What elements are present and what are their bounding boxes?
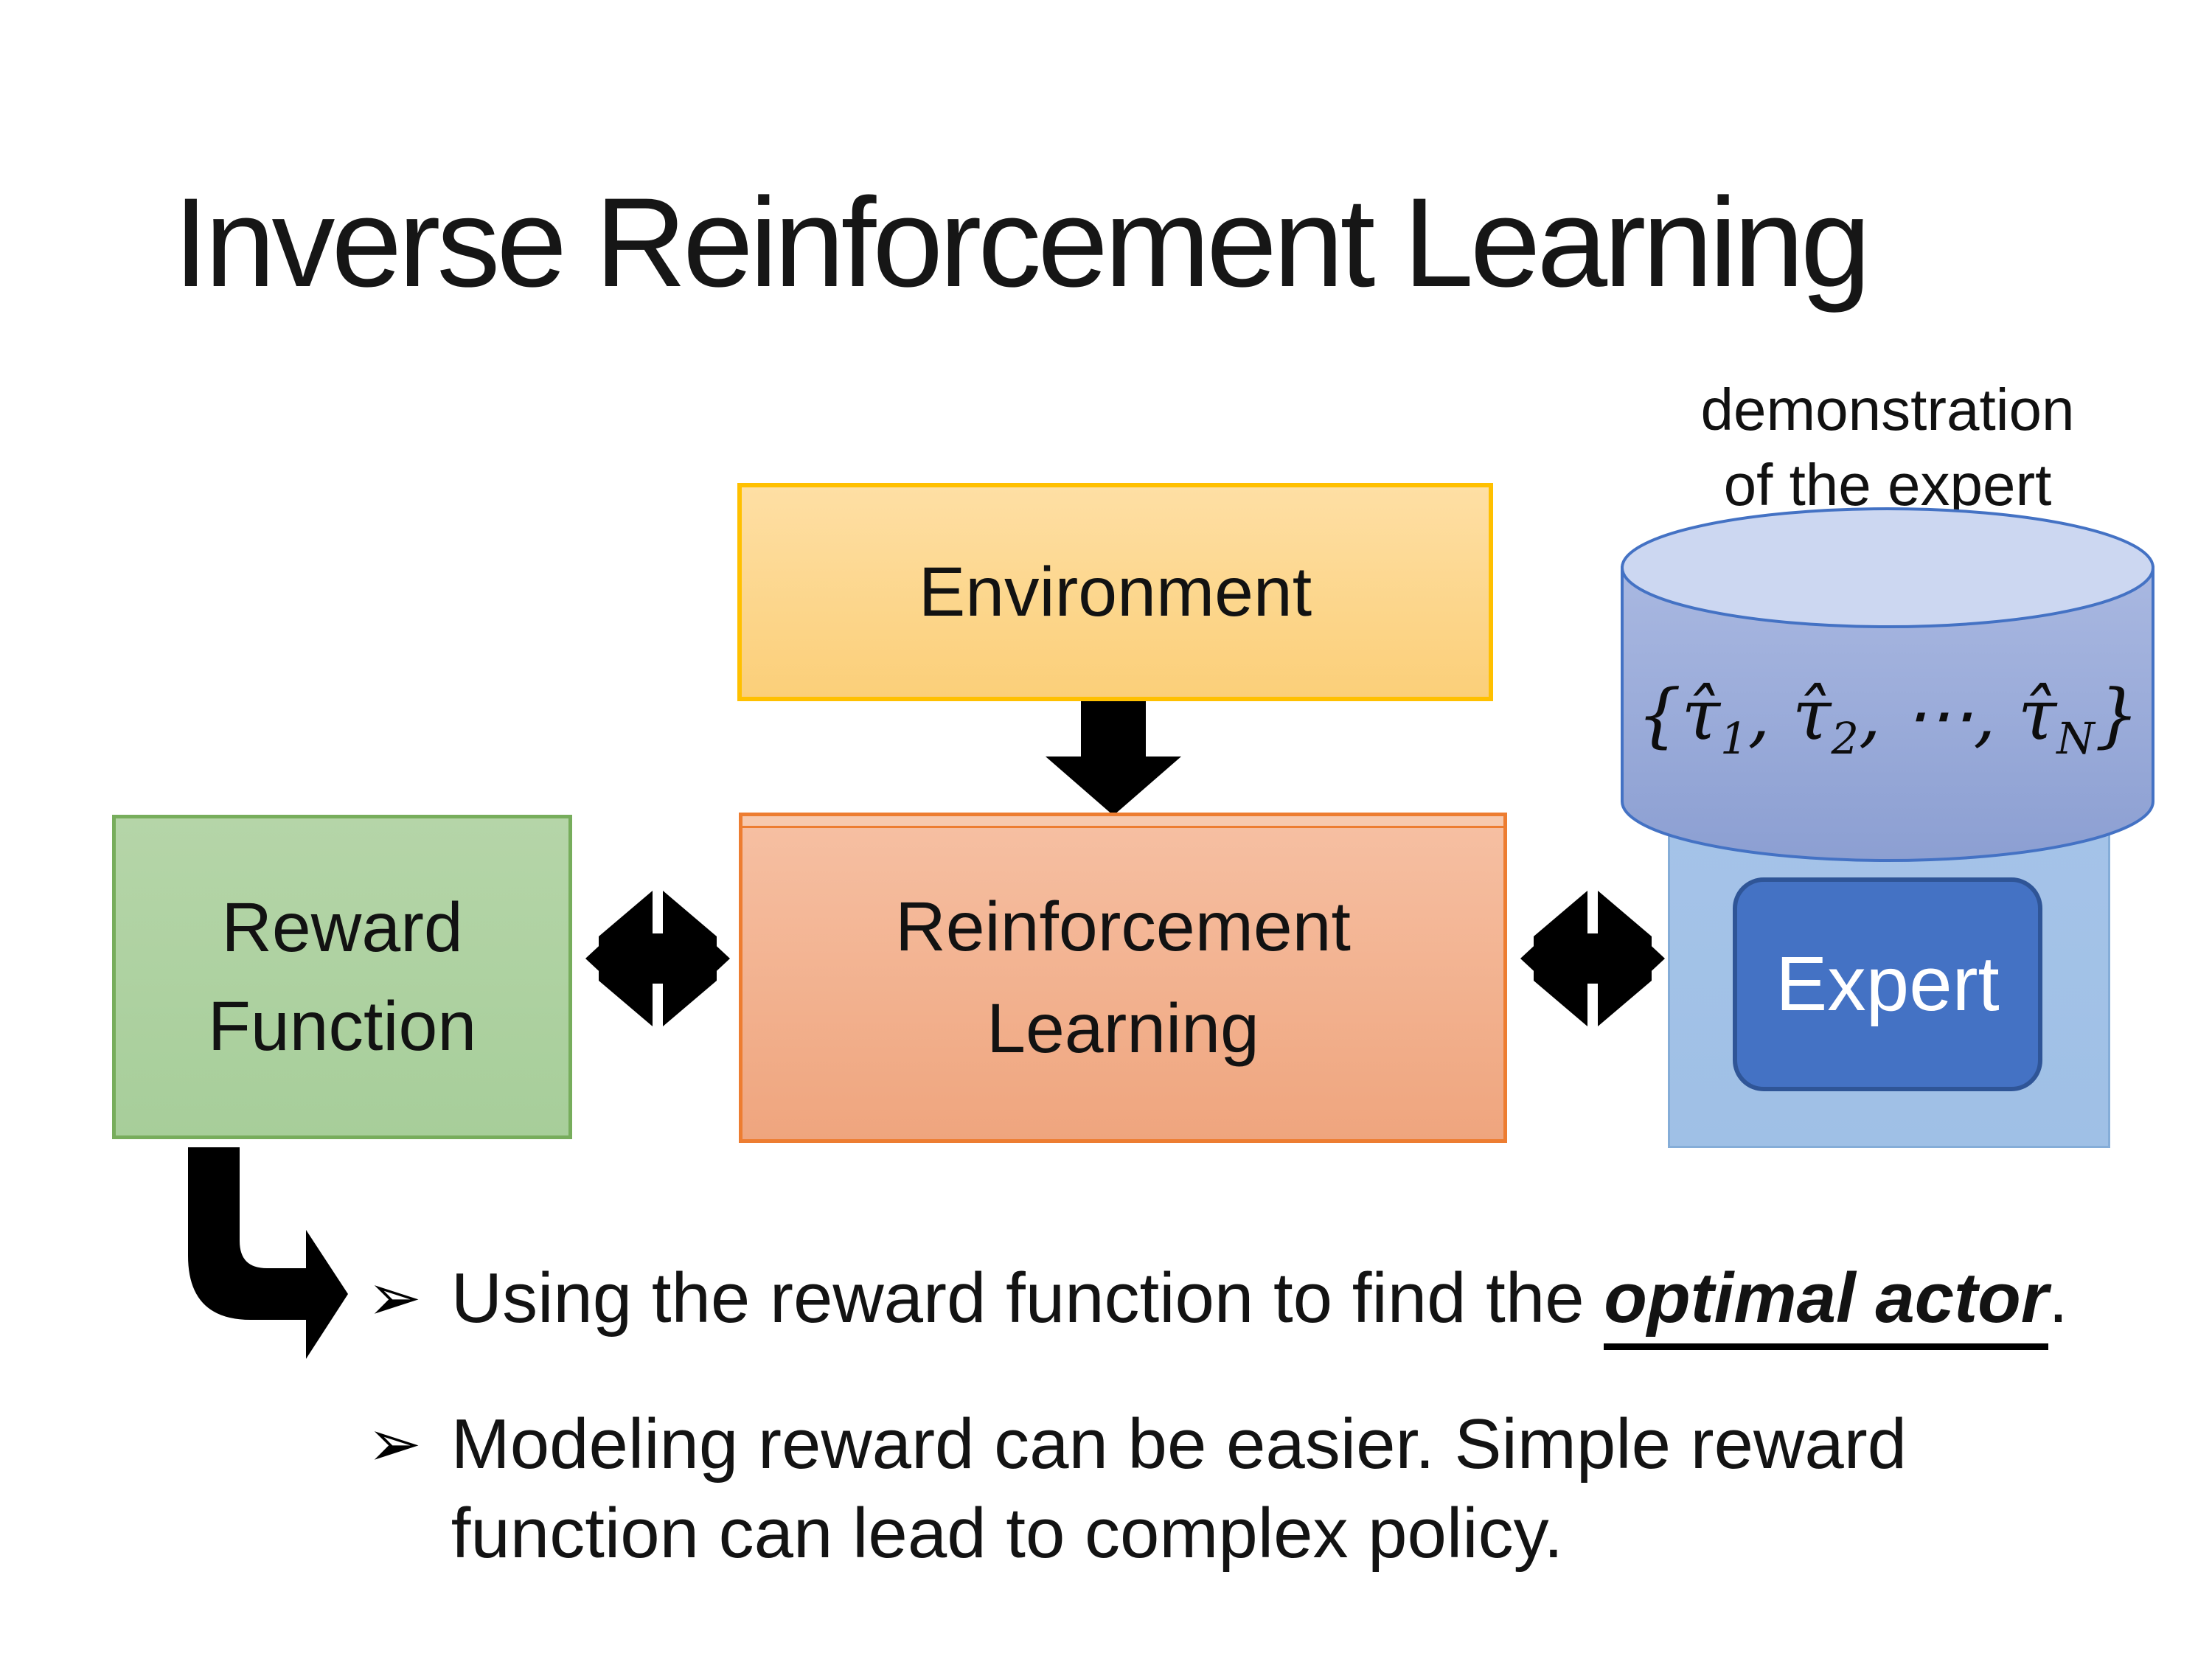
slide-title: Inverse Reinforcement Learning: [173, 172, 1871, 313]
reward-label-line2: Function: [207, 987, 477, 1065]
expert-box: Expert: [1733, 877, 2042, 1091]
bullet-item-1: ➢ Using the reward function to find the …: [367, 1253, 2152, 1350]
formula-sep2: ,: [1858, 675, 1904, 756]
reinforcement-learning-box: Reinforcement Learning: [739, 813, 1507, 1143]
demonstration-caption: demonstration of the expert: [1593, 372, 2183, 523]
formula-sub1: 1: [1720, 713, 1748, 764]
formula-tau1: τ̂: [1681, 675, 1721, 756]
formula-close-brace: }: [2094, 675, 2140, 756]
bullet-1-prefix: Using the reward function to find the: [451, 1259, 1604, 1338]
bullet-marker-icon: ➢: [367, 1407, 422, 1480]
formula-sub2: 2: [1831, 713, 1859, 764]
bullet-1-emphasis: optimal actor: [1604, 1259, 2049, 1350]
reward-label-line1: Reward: [221, 888, 463, 967]
formula-sep3: ,: [1973, 675, 2018, 756]
environment-label: Environment: [918, 552, 1312, 631]
formula-tau2: τ̂: [1792, 675, 1832, 756]
formula-dots: ⋯: [1903, 675, 1974, 756]
demonstration-caption-line1: demonstration: [1700, 377, 2075, 442]
formula-sep1: ,: [1747, 675, 1792, 756]
right-double-arrow-icon: [1520, 885, 1665, 1032]
environment-box: Environment: [737, 483, 1493, 701]
rl-label-line1: Reinforcement: [895, 888, 1351, 966]
expert-label: Expert: [1775, 941, 2000, 1027]
reward-function-label: Reward Function: [208, 878, 476, 1076]
bullet-2-text: Modeling reward can be easier. Simple re…: [451, 1405, 1907, 1573]
left-double-arrow-icon: [585, 885, 730, 1032]
trajectory-set-formula: {τ̂1, τ̂2, ⋯, τ̂N}: [1637, 675, 2140, 764]
reinforcement-learning-label: Reinforcement Learning: [895, 876, 1351, 1079]
reward-function-box: Reward Function: [112, 815, 572, 1139]
bullet-item-2: ➢ Modeling reward can be easier. Simple …: [367, 1399, 1960, 1578]
rl-label-line2: Learning: [987, 990, 1259, 1068]
formula-subN: N: [2056, 713, 2095, 764]
down-arrow-icon: [1046, 699, 1181, 815]
demonstration-caption-line2: of the expert: [1723, 452, 2052, 518]
formula-tauN: τ̂: [2017, 675, 2057, 756]
bent-arrow-icon: [188, 1147, 348, 1359]
rl-box-top-strip: [742, 816, 1503, 828]
formula-open-brace: {: [1637, 675, 1682, 756]
bullet-marker-icon: ➢: [367, 1261, 422, 1334]
bullet-1-suffix: .: [2048, 1259, 2068, 1338]
bullet-1-text: Using the reward function to find the op…: [451, 1253, 2068, 1350]
